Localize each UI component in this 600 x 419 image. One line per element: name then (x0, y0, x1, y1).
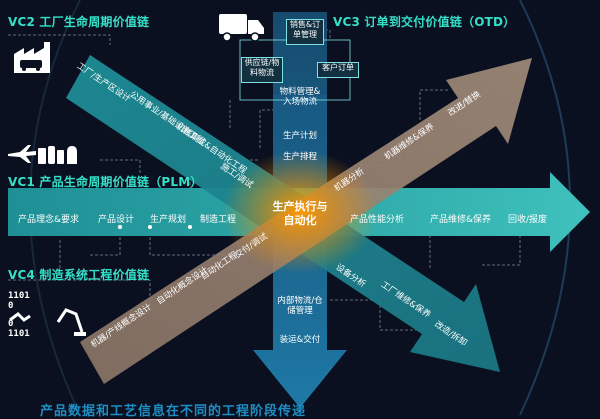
vc3-sales-label: 销售&订单管理 (289, 20, 321, 39)
center-line-2: 自动化 (283, 213, 317, 227)
vc1-step-performance: 产品性能分析 (350, 215, 405, 225)
vc3-step-planning: 生产计划 (282, 131, 317, 141)
vc3-step-scheduling: 生产排程 (282, 152, 317, 162)
vc1-step-manufacturing: 制造工程 (200, 215, 237, 225)
binary-text-2: 0 1101 (8, 319, 30, 339)
vc3-title: VC3 订单到交付价值链（OTD） (333, 15, 516, 29)
bottom-caption: 产品数据和工艺信息在不同的工程阶段传递 (40, 404, 307, 419)
vc1-title: VC1 产品生命周期价值链（PLM） (8, 175, 203, 189)
center-label: 生产执行与 自动化 (262, 200, 338, 228)
vc3-step-material: 物料管理&入场物流 (279, 87, 321, 108)
factory-icon (12, 40, 56, 78)
vc1-dots (118, 225, 192, 229)
vc1-step-concept: 产品理念&要求 (18, 215, 80, 225)
vc4-title: VC4 制造系统工程价值链 (8, 268, 150, 282)
vc3-sales-box: 销售&订单管理 (286, 19, 324, 45)
vc3-step-shipping: 装运&交付 (279, 335, 321, 345)
vc1-step-recycle: 回收/报废 (508, 215, 548, 225)
binary-text-1: 1101 0 (8, 291, 30, 311)
truck-icon (218, 12, 266, 46)
vc3-customer-label: 客户订单 (322, 63, 354, 72)
vc1-step-design: 产品设计 (98, 215, 135, 225)
vc3-step-warehouse: 内部物流/仓储管理 (277, 296, 323, 317)
center-line-1: 生产执行与 (272, 200, 328, 213)
vc1-step-maintenance: 产品维修&保养 (430, 215, 492, 225)
vc2-title: VC2 工厂生命周期价值链 (8, 15, 150, 29)
vc3-supply-label: 供应链/物料物流 (244, 58, 280, 77)
vc3-customer-box: 客户订单 (317, 62, 359, 78)
vc1-step-planning: 生产规划 (150, 215, 187, 225)
vc3-supply-box: 供应链/物料物流 (241, 57, 283, 83)
consumer-products-icon (6, 142, 82, 172)
center-glow (222, 150, 378, 274)
